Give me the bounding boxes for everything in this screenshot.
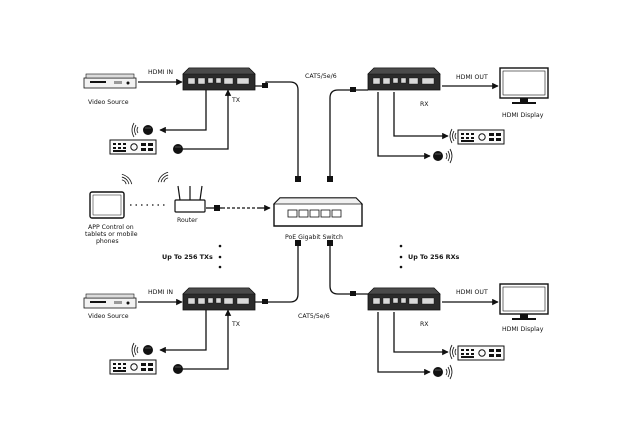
tablet: APP Control on tablets or mobile phones [85,191,138,245]
ir-out-cable [159,90,207,134]
rj45-plug-icon [327,176,333,182]
wifi-signal-icon [449,128,457,144]
tx-cat-cable [255,81,299,178]
ir-blaster-icon [432,366,444,378]
tx-label: TX [231,321,241,328]
hdmi-out-label: HDMI OUT [456,74,488,81]
rj45-plug-icon [350,87,356,92]
rj45-plug-icon [350,291,356,296]
router: Router [174,185,206,224]
cat-label-top: CAT5/5e/6 [305,73,337,80]
up-to-tx-label: Up To 256 TXs [162,253,213,261]
ir-blaster-icon [142,344,154,356]
wifi-signal-icon [118,172,134,188]
ir-receiver-icon [172,143,184,155]
tx-label: TX [231,97,241,104]
monitor-icon [499,67,549,105]
ir-blaster-icon [142,124,154,136]
encoder-tx-icon [182,67,256,91]
remote-control-icon [109,359,157,375]
app-label-line3: phones [96,238,119,245]
video-source-label: Video Source [88,99,129,106]
ir-out-cable [393,92,449,140]
ir-out-cable [159,310,207,354]
router-icon [174,199,206,213]
blu-ray-player-icon [83,73,137,89]
rj45-plug-icon [262,83,268,88]
ir-in-cable [377,92,431,160]
hdmi-in-label: HDMI IN [148,69,173,76]
router-label: Router [177,217,198,224]
ir-out-cable [393,312,449,356]
monitor-icon [499,283,549,321]
more-devices-indicator [218,244,403,269]
wifi-signal-icon [445,148,453,164]
rx-label: RX [420,321,429,328]
ir-receiver-icon [172,363,184,375]
encoder-tx-icon [182,287,256,311]
rx-cat-cable [329,89,368,178]
wifi-signal-icon [449,344,457,360]
hdmi-out-label: HDMI OUT [456,289,488,296]
poe-switch: PoE Gigabit Switch [273,197,363,241]
ir-blaster-icon [432,150,444,162]
bottom-rx-unit: RX [367,287,441,328]
wifi-signal-icon [131,122,139,138]
bottom-video-source: Video Source [83,293,137,320]
wifi-signal-icon [445,364,453,380]
top-rx-unit: RX [367,67,441,108]
hdmi-display-label: HDMI Display [502,112,544,119]
top-video-source: Video Source [83,73,137,106]
video-source-label: Video Source [88,313,129,320]
bottom-tx-unit: TX [182,287,256,328]
decoder-rx-icon [367,67,441,91]
app-label-line2: tablets or mobile [85,231,138,238]
remote-control-icon [109,139,157,155]
cat-label-bottom: CAT5/5e/6 [298,313,330,320]
ir-in-cable [377,312,431,376]
ir-in-cable [180,309,232,370]
rj45-plug-icon [295,240,301,246]
decoder-rx-icon [367,287,441,311]
rx-label: RX [420,101,429,108]
rj45-plug-icon [262,299,268,304]
switch-label: PoE Gigabit Switch [285,234,343,241]
tx-cat-cable [255,246,299,303]
app-label-line1: APP Control on [88,224,134,231]
top-tx-unit: TX [182,67,256,104]
wifi-signal-icon [156,170,172,186]
bottom-display: HDMI Display [499,283,549,333]
rx-cat-cable [329,246,368,295]
remote-control-icon [457,345,505,361]
ir-in-cable [180,89,232,150]
remote-control-icon [457,129,505,145]
up-to-rx-label: Up To 256 RXs [408,253,460,261]
hdmi-display-label: HDMI Display [502,326,544,333]
wifi-signal-icon [131,342,139,358]
rj45-plug-icon [327,240,333,246]
top-display: HDMI Display [499,67,549,119]
blu-ray-player-icon [83,293,137,309]
hdmi-in-label: HDMI IN [148,289,173,296]
rj45-plug-icon [295,176,301,182]
